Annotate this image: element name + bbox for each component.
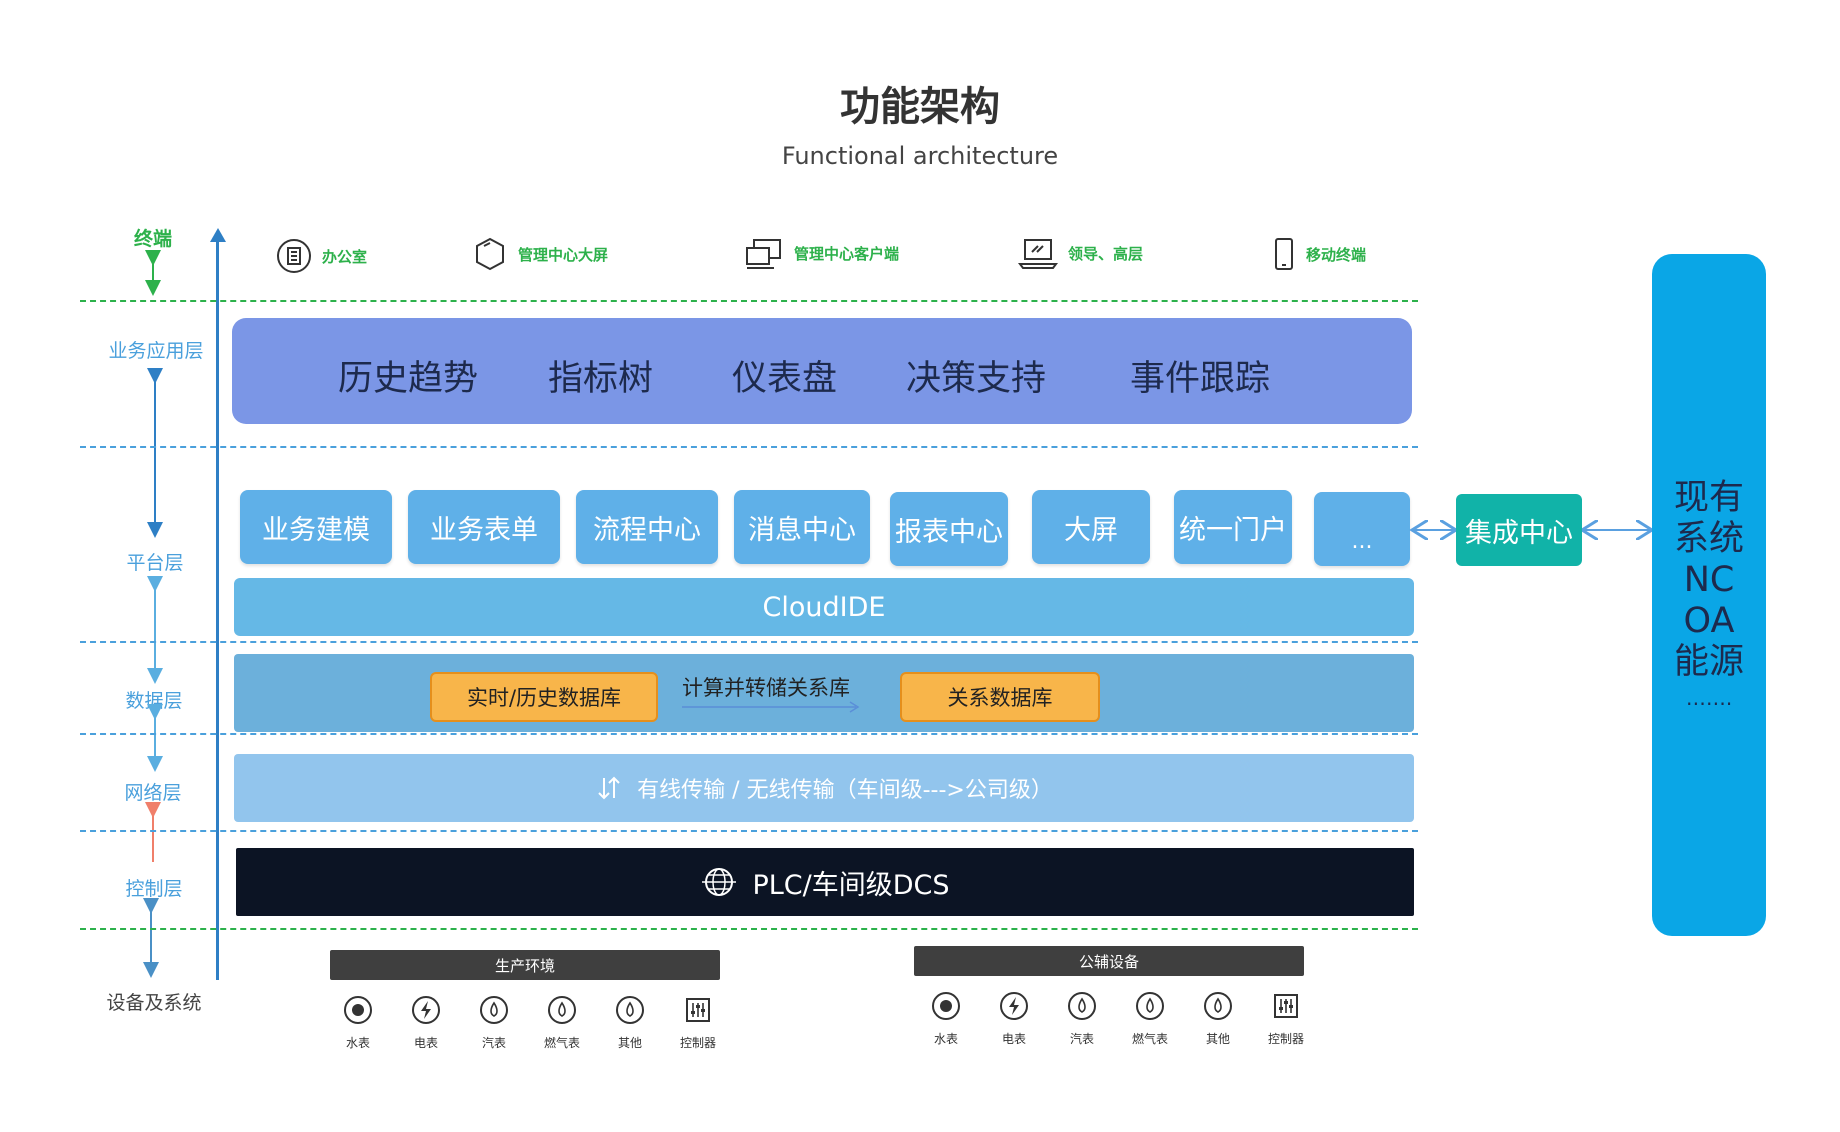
vertical-axis-line: [216, 232, 219, 980]
client-window-icon: [746, 239, 781, 269]
existing-system-oa: OA: [1683, 600, 1735, 641]
device-group-header: 生产环境: [330, 950, 720, 980]
terminal-label: 领导、高层: [1068, 244, 1144, 263]
other-drop-icon: [1204, 992, 1232, 1020]
device-electric-meter: 电表: [394, 994, 458, 1051]
terminal-label: 管理中心大屏: [518, 245, 609, 264]
app-history-trend[interactable]: 历史趋势: [338, 359, 479, 399]
layer-label-devices: 设备及系统: [106, 992, 202, 1014]
existing-system-energy: 能源: [1673, 641, 1744, 682]
device-other: 其他: [598, 994, 662, 1051]
layer-label-application: 业务应用层: [108, 340, 204, 362]
application-layer-bar: [232, 318, 1412, 424]
terminal-mobile: 移动终端: [1272, 236, 1366, 272]
layer-label-control: 控制层: [125, 878, 183, 900]
platform-workflow-center[interactable]: 流程中心: [576, 490, 718, 564]
lightning-icon: [1000, 992, 1028, 1020]
network-globe-icon: [702, 868, 737, 896]
platform-report-center[interactable]: 报表中心: [890, 492, 1008, 566]
terminal-big-screen: 管理中心大屏: [472, 236, 608, 272]
label-connectors: [143, 250, 163, 978]
device-steam-meter: 汽表: [462, 994, 526, 1051]
app-indicator-tree[interactable]: 指标树: [548, 359, 654, 399]
terminal-client: 管理中心客户端: [744, 236, 899, 270]
gas-drop-icon: [1136, 992, 1164, 1020]
laptop-icon: [1018, 239, 1058, 269]
device-controller: 控制器: [666, 994, 730, 1051]
other-drop-icon: [616, 996, 644, 1024]
platform-big-screen[interactable]: 大屏: [1032, 490, 1150, 564]
big-screen-icon: [476, 237, 504, 271]
layer-label-platform: 平台层: [126, 552, 184, 574]
device-gas-meter: 燃气表: [530, 994, 594, 1051]
network-layer-bar: 有线传输 / 无线传输（车间级--->公司级）: [234, 754, 1414, 822]
transfer-arrows-icon: [598, 776, 620, 800]
water-drop-icon: [932, 992, 960, 1020]
app-decision-support[interactable]: 决策支持: [906, 359, 1047, 399]
page-subtitle: Functional architecture: [781, 142, 1059, 170]
control-text: PLC/车间级DCS: [752, 869, 950, 901]
separator-data: [80, 733, 1418, 735]
water-drop-icon: [344, 996, 372, 1024]
separator-platform: [80, 641, 1418, 643]
steam-drop-icon: [480, 996, 508, 1024]
relational-database[interactable]: 关系数据库: [900, 672, 1100, 722]
existing-systems-panel: 现有 系统 NC OA 能源 …….: [1652, 254, 1766, 936]
existing-system-more: …….: [1685, 685, 1733, 710]
lightning-icon: [412, 996, 440, 1024]
mobile-phone-icon: [1275, 238, 1293, 270]
layer-label-terminal: 终端: [133, 228, 172, 250]
platform-business-form[interactable]: 业务表单: [408, 490, 560, 564]
integration-arrows: [1408, 516, 1658, 546]
controller-sliders-icon: [1274, 994, 1298, 1018]
separator-application: [80, 446, 1418, 448]
device-group-production: 水表 电表 汽表 燃气表 其他 控制器: [326, 994, 730, 1051]
app-event-tracking[interactable]: 事件跟踪: [1130, 359, 1271, 399]
existing-system-label: 系统: [1673, 518, 1744, 559]
separator-control: [80, 928, 1418, 930]
terminal-label: 移动终端: [1306, 245, 1367, 264]
separator-terminal: [80, 300, 1418, 302]
device-controller: 控制器: [1254, 990, 1318, 1047]
device-electric-meter: 电表: [982, 990, 1046, 1047]
existing-system-label: 现有: [1673, 477, 1744, 518]
network-transfer-text: 有线传输 / 无线传输（车间级--->公司级）: [637, 778, 1053, 803]
device-water-meter: 水表: [914, 990, 978, 1047]
platform-more[interactable]: ...: [1314, 492, 1410, 566]
control-layer-bar: PLC/车间级DCS: [236, 848, 1414, 916]
app-dashboard[interactable]: 仪表盘: [732, 359, 838, 399]
transfer-arrow-icon: [682, 701, 860, 713]
gas-drop-icon: [548, 996, 576, 1024]
existing-system-nc: NC: [1683, 559, 1735, 600]
platform-business-modeling[interactable]: 业务建模: [240, 490, 392, 564]
platform-message-center[interactable]: 消息中心: [734, 490, 870, 564]
terminal-leaders: 领导、高层: [1018, 236, 1143, 270]
terminal-office: 办公室: [276, 238, 367, 274]
terminal-label: 管理中心客户端: [794, 244, 900, 263]
device-group-header: 公辅设备: [914, 946, 1304, 976]
cloudide-bar[interactable]: CloudIDE: [234, 578, 1414, 636]
axis-arrow-icon: [210, 228, 226, 242]
page-title: 功能架构: [840, 84, 1000, 130]
transfer-label: 计算并转储关系库: [682, 676, 850, 700]
device-steam-meter: 汽表: [1050, 990, 1114, 1047]
device-other: 其他: [1186, 990, 1250, 1047]
separator-network: [80, 830, 1418, 832]
platform-unified-portal[interactable]: 统一门户: [1174, 490, 1292, 564]
office-building-icon: [277, 239, 311, 273]
integration-center-button[interactable]: 集成中心: [1456, 494, 1582, 566]
device-gas-meter: 燃气表: [1118, 990, 1182, 1047]
terminal-label: 办公室: [322, 247, 368, 266]
layer-label-data: 数据层: [125, 690, 183, 712]
layer-label-network: 网络层: [124, 782, 182, 804]
steam-drop-icon: [1068, 992, 1096, 1020]
device-water-meter: 水表: [326, 994, 390, 1051]
realtime-history-database[interactable]: 实时/历史数据库: [430, 672, 658, 722]
controller-sliders-icon: [686, 998, 710, 1022]
device-group-utilities: 水表 电表 汽表 燃气表 其他 控制器: [914, 990, 1318, 1047]
